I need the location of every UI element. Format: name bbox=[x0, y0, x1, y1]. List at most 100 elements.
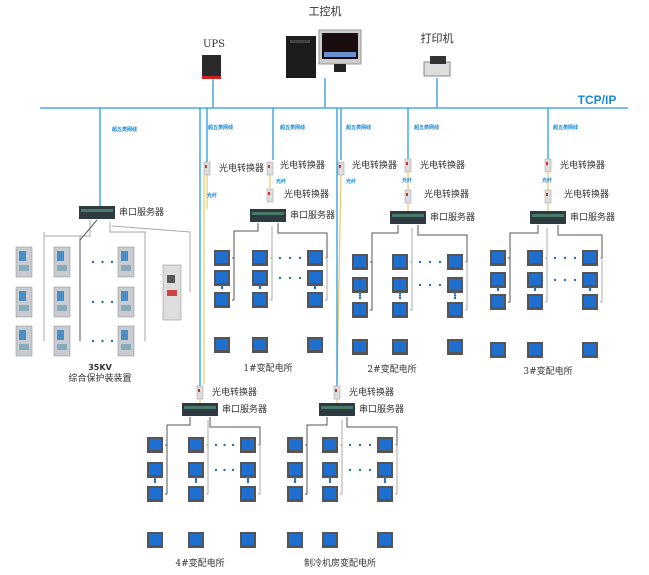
fiber-converter-icon bbox=[544, 158, 552, 173]
ellipsis-dot bbox=[496, 288, 500, 292]
ellipsis-dot bbox=[358, 296, 362, 300]
ellipsis-dot bbox=[223, 468, 226, 472]
fiber-converter-icon bbox=[266, 188, 274, 203]
ellipsis-dot bbox=[91, 260, 95, 264]
ellipsis-dot bbox=[288, 256, 292, 260]
ellipsis-dot bbox=[588, 288, 592, 292]
power-meter-icon bbox=[307, 292, 323, 308]
protection-relay-icon bbox=[15, 325, 33, 357]
ellipsis-dot bbox=[573, 278, 577, 282]
power-meter-icon bbox=[527, 342, 543, 358]
protection-relay-icon bbox=[117, 286, 135, 318]
power-meter-icon bbox=[392, 277, 408, 293]
switch-cabinet-icon bbox=[162, 264, 182, 321]
power-meter-icon bbox=[240, 462, 256, 478]
protection-relay-icon bbox=[15, 246, 33, 278]
station-title: 制冷机房变配电所 bbox=[304, 557, 376, 569]
power-meter-icon bbox=[490, 342, 506, 358]
power-meter-icon bbox=[287, 532, 303, 548]
ellipsis-dot bbox=[553, 256, 557, 260]
ellipsis-dot bbox=[368, 468, 372, 472]
fiber-label: 光纤 bbox=[206, 192, 217, 199]
power-meter-icon bbox=[147, 486, 163, 502]
power-meter-icon bbox=[322, 486, 338, 502]
group-35kv-title: 35KV bbox=[88, 363, 112, 372]
ellipsis-dot bbox=[383, 480, 387, 484]
ellipsis-dot bbox=[358, 443, 362, 447]
ellipsis-dot bbox=[258, 286, 262, 290]
ellipsis-dot bbox=[91, 339, 95, 343]
power-meter-icon bbox=[392, 339, 408, 355]
converter-label: 光电转换器 bbox=[212, 386, 257, 398]
power-meter-icon bbox=[527, 294, 543, 310]
power-meter-icon bbox=[392, 302, 408, 318]
ellipsis-dot bbox=[428, 283, 432, 287]
ellipsis-dot bbox=[278, 256, 282, 260]
fiber-converter-icon bbox=[337, 161, 345, 176]
power-meter-icon bbox=[188, 462, 204, 478]
power-meter-icon bbox=[240, 532, 256, 548]
fiber-label: 光纤 bbox=[401, 177, 412, 184]
ups-icon bbox=[202, 55, 221, 79]
power-meter-icon bbox=[527, 272, 543, 288]
power-meter-icon bbox=[307, 337, 323, 353]
power-meter-icon bbox=[287, 462, 303, 478]
ellipsis-dot bbox=[214, 468, 218, 472]
fiber-label: 光纤 bbox=[541, 177, 552, 184]
ellipsis-dot bbox=[453, 294, 457, 297]
converter-label: 光电转换器 bbox=[284, 188, 329, 200]
ellipsis-dot bbox=[153, 478, 157, 482]
power-meter-icon bbox=[582, 294, 598, 310]
ellipsis-dot bbox=[214, 443, 218, 447]
power-meter-icon bbox=[447, 254, 463, 270]
power-meter-icon bbox=[322, 532, 338, 548]
power-meter-icon bbox=[447, 302, 463, 318]
serial-server-icon bbox=[79, 206, 115, 219]
converter-label: 光电转换器 bbox=[420, 159, 465, 171]
ellipsis-dot bbox=[110, 300, 114, 304]
ellipsis-dot bbox=[453, 291, 457, 295]
converter-label: 光电转换器 bbox=[349, 386, 394, 398]
station-title: 2#变配电所 bbox=[367, 363, 416, 375]
power-meter-icon bbox=[582, 272, 598, 288]
protection-relay-icon bbox=[117, 246, 135, 278]
ellipsis-dot bbox=[220, 286, 224, 290]
ellipsis-dot bbox=[348, 443, 352, 447]
ellipsis-dot bbox=[428, 260, 432, 264]
fiber-converter-icon bbox=[333, 385, 341, 400]
ellipsis-dot bbox=[293, 480, 297, 484]
ellipsis-dot bbox=[358, 294, 362, 297]
serial-server-label: 串口服务器 bbox=[222, 403, 267, 415]
station-title: 4#变配电所 bbox=[175, 557, 224, 569]
ellipsis-dot bbox=[418, 260, 422, 264]
power-meter-icon bbox=[377, 462, 393, 478]
cable-label: 超五类网线 bbox=[279, 124, 305, 131]
converter-label: 光电转换器 bbox=[219, 162, 264, 174]
serial-server-icon bbox=[182, 403, 218, 416]
ellipsis-dot bbox=[246, 478, 250, 482]
converter-label: 光电转换器 bbox=[352, 159, 397, 171]
ellipsis-dot bbox=[223, 443, 226, 447]
protection-relay-icon bbox=[117, 325, 135, 357]
fiber-label: 光纤 bbox=[275, 178, 286, 185]
ellipsis-dot bbox=[358, 291, 362, 295]
power-meter-icon bbox=[527, 250, 543, 266]
power-meter-icon bbox=[392, 254, 408, 270]
power-meter-icon bbox=[287, 437, 303, 453]
ellipsis-dot bbox=[328, 478, 332, 482]
printer-label: 打印机 bbox=[421, 31, 454, 45]
power-meter-icon bbox=[147, 462, 163, 478]
serial-server-icon bbox=[390, 211, 426, 224]
serial-server-icon bbox=[530, 211, 566, 224]
power-meter-icon bbox=[322, 437, 338, 453]
power-meter-icon bbox=[352, 302, 368, 318]
ellipsis-dot bbox=[110, 260, 114, 264]
power-meter-icon bbox=[307, 250, 323, 266]
ellipsis-dot bbox=[101, 300, 104, 304]
ellipsis-dot bbox=[101, 339, 104, 343]
ellipsis-dot bbox=[398, 294, 402, 297]
serial-server-label: 串口服务器 bbox=[430, 211, 475, 223]
ellipsis-dot bbox=[553, 278, 557, 282]
ellipsis-dot bbox=[153, 480, 157, 484]
